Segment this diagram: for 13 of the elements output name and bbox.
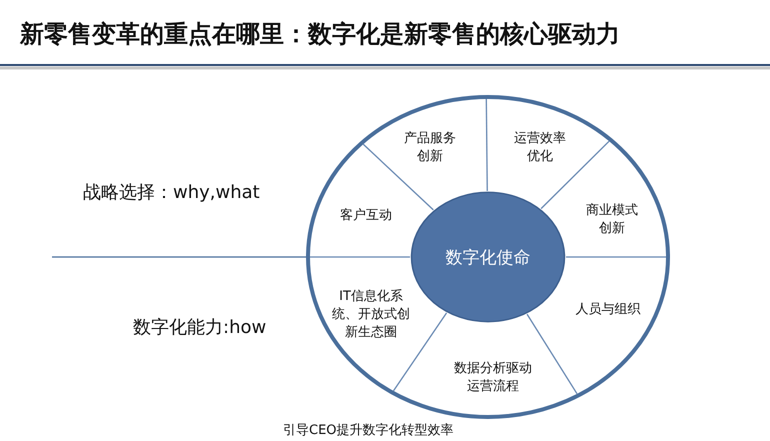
center-circle — [410, 191, 566, 323]
ring-segment-label: 数据分析驱动运营流程 — [452, 360, 534, 396]
ring-segment-label: 商业模式创新 — [584, 202, 640, 238]
section-label: 战略选择：why,what — [83, 181, 260, 204]
ring-segment-label: 产品服务创新 — [402, 130, 458, 166]
caption: 引导CEO提升数字化转型效率 — [283, 422, 454, 439]
center-label: 数字化使命 — [446, 246, 530, 268]
ring-segment-label: 运营效率优化 — [512, 130, 568, 166]
ring-segment-label: IT信息化系统、开放式创新生态圈 — [330, 288, 412, 342]
section-label: 数字化能力:how — [133, 316, 266, 339]
title: 新零售变革的重点在哪里：数字化是新零售的核心驱动力 — [20, 19, 620, 50]
ring-segment-label: 客户互动 — [326, 207, 406, 225]
ring-segment-label: 人员与组织 — [568, 301, 648, 319]
